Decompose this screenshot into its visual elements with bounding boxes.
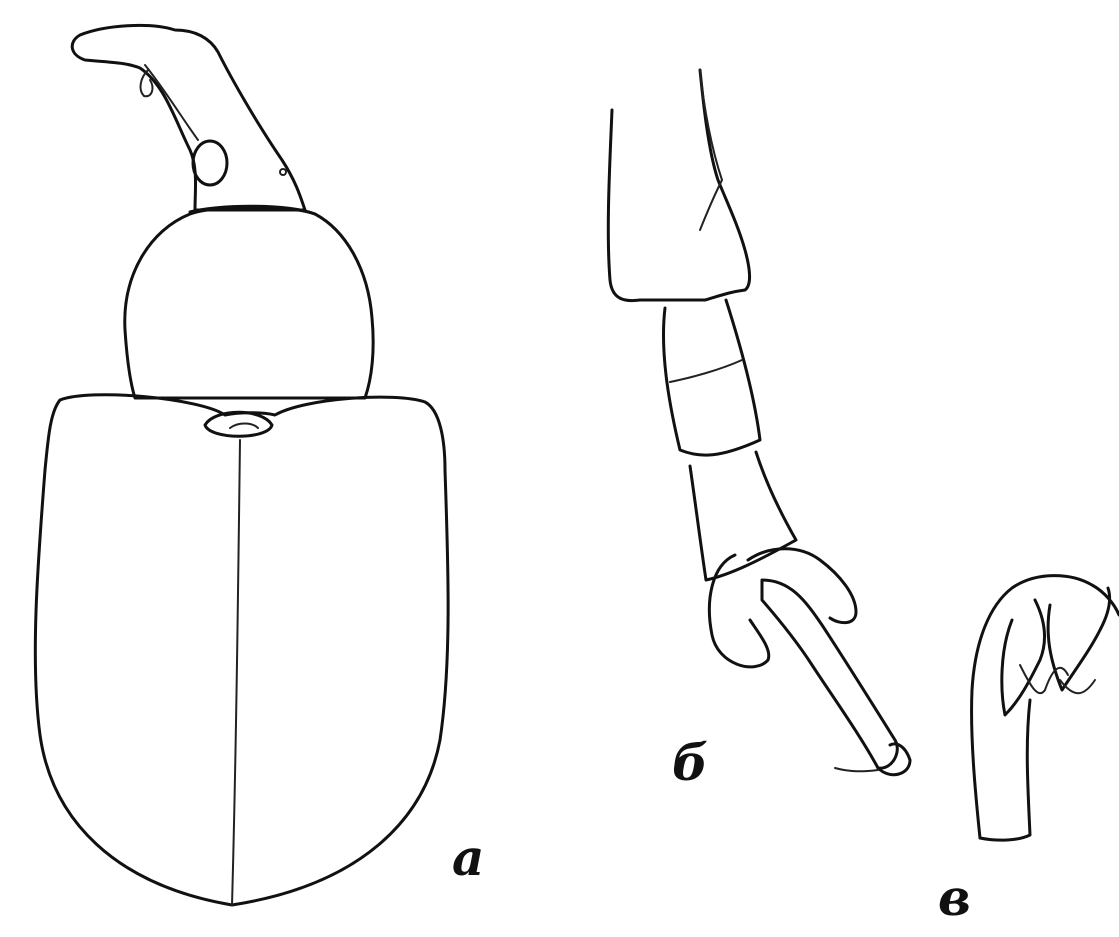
tarsus-bilobed-segment [709, 555, 768, 667]
claw-left [1002, 600, 1045, 715]
eye-dot [280, 169, 286, 175]
panel-b-label: б [672, 733, 708, 792]
tarsus-divider-1 [670, 360, 742, 382]
eye-icon [193, 141, 227, 185]
claw-base-bottom [980, 700, 1030, 840]
claw-base-outline [972, 576, 1119, 838]
panel-c-claws: в [938, 576, 1119, 927]
panel-c-label: в [938, 868, 971, 927]
tarsus-segment-1 [663, 300, 760, 455]
tarsus-lobe-right [748, 549, 856, 623]
panel-b-tarsus: б [608, 70, 910, 792]
claw-tooth-small [1060, 680, 1095, 693]
scutellum-inner [230, 424, 258, 429]
elytral-suture [232, 440, 240, 905]
elytra-outline [35, 395, 448, 905]
rostrum-outline [72, 25, 305, 210]
pronotum-outline [125, 207, 373, 398]
claw-hook [835, 768, 878, 771]
tarsus-segment-2 [690, 452, 796, 580]
panel-a-label: а [452, 828, 484, 887]
claw-right [1048, 588, 1109, 690]
claw-segment [762, 580, 897, 768]
tibia-outline [608, 70, 749, 301]
antenna-groove [145, 65, 198, 140]
panel-a-beetle: а [35, 25, 484, 905]
